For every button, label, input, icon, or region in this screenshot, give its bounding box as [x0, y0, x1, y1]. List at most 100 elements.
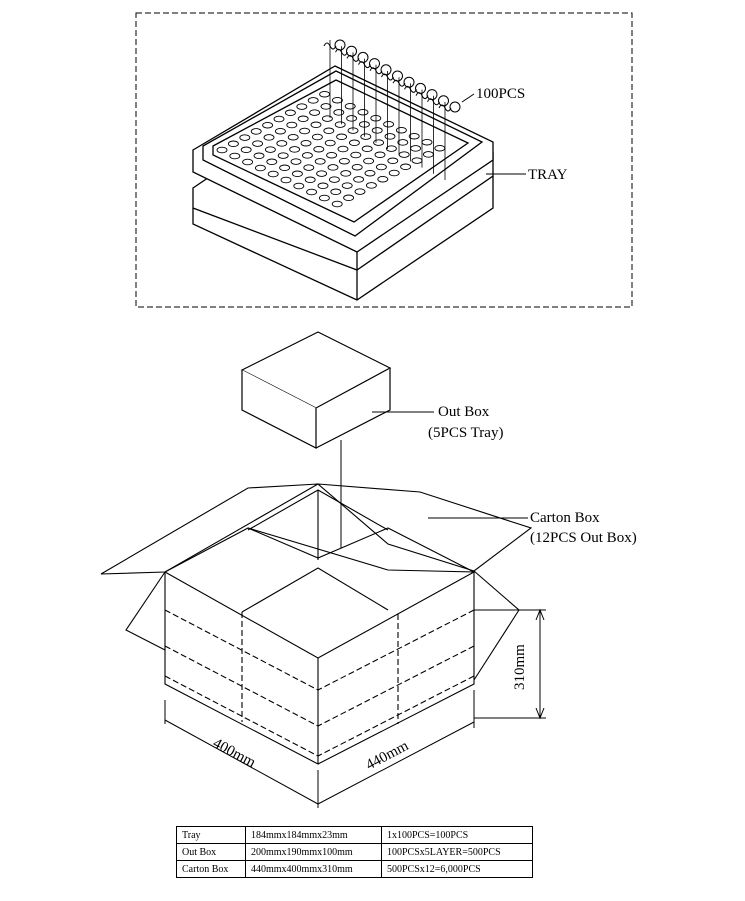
- tray-pocket: [321, 115, 333, 122]
- part-lead: [346, 54, 360, 62]
- tray-pocket: [336, 133, 348, 141]
- tray-pocket: [408, 132, 420, 140]
- part-lead: [358, 61, 371, 69]
- part-lead: [404, 85, 417, 93]
- tray-pocket: [340, 170, 352, 177]
- tray-pocket: [341, 182, 353, 189]
- tray-pocket: [316, 170, 328, 177]
- tray-pocket: [317, 182, 329, 190]
- tray-pocket: [242, 158, 254, 166]
- tray-pocket: [306, 188, 318, 196]
- part-ball: [357, 51, 369, 63]
- tray-pocket: [384, 133, 396, 140]
- tray-pocket: [387, 157, 399, 165]
- tray-pocket: [353, 176, 365, 183]
- tray-pocket: [301, 152, 313, 159]
- tray-pocket: [280, 176, 292, 184]
- part-lead: [381, 73, 394, 81]
- tray-pocket: [287, 133, 299, 141]
- part-ball: [346, 45, 357, 57]
- dimension-lines: [164, 608, 546, 808]
- part-ball: [403, 76, 415, 88]
- spec-table: Tray 184mmx184mmx23mm 1x100PCS=100PCS Ou…: [176, 826, 533, 878]
- height-dimension: 310mm: [512, 644, 528, 690]
- tray-pocket: [240, 146, 252, 154]
- part-lead: [392, 79, 406, 87]
- tray-pocket: [290, 158, 302, 165]
- spec-name: Out Box: [176, 843, 246, 861]
- tray-pocket: [296, 103, 308, 110]
- depth-dimension: 400mm: [210, 735, 258, 771]
- tray-pocket: [344, 102, 356, 110]
- parts-row: [323, 39, 461, 180]
- tray-pocket: [333, 109, 345, 116]
- tray-pocket: [320, 103, 332, 110]
- tray-pocket: [314, 158, 326, 165]
- part-ball: [426, 89, 438, 101]
- part-ball: [449, 101, 461, 113]
- tray-pocket: [343, 194, 355, 202]
- tray-pocket: [229, 152, 241, 160]
- out-box: [240, 331, 392, 449]
- tray-pocket: [276, 140, 288, 147]
- tray-pocket: [385, 145, 397, 152]
- tray-pocket: [266, 158, 278, 166]
- tray-pocket: [216, 146, 228, 154]
- part-lead: [438, 104, 452, 112]
- tray-pocket: [262, 121, 274, 129]
- tray-pocket: [331, 200, 343, 208]
- tray-pocket: [318, 194, 330, 202]
- table-row: Tray 184mmx184mmx23mm 1x100PCS=100PCS: [176, 826, 533, 844]
- tray-pocket: [300, 139, 312, 147]
- width-dimension: 440mm: [363, 738, 411, 774]
- part-lead: [323, 42, 337, 50]
- tray-pocket: [350, 151, 362, 159]
- tray-pocket: [364, 169, 376, 177]
- tray-pocket: [323, 127, 335, 135]
- tray-pocket: [239, 134, 251, 141]
- tray-pocket: [264, 146, 276, 153]
- tray-pocket: [227, 140, 239, 148]
- tray-pocket: [346, 115, 358, 122]
- tray-pocket: [252, 140, 264, 147]
- tray-pocket: [279, 164, 291, 172]
- tray-pocket: [377, 175, 389, 183]
- tray-pocket: [375, 163, 387, 171]
- tray-pocket: [253, 152, 265, 160]
- table-row: Carton Box 440mmx400mmx310mm 500PCSx12=6…: [176, 860, 533, 878]
- out-box-sublabel: (5PCS Tray): [428, 425, 503, 441]
- tray-pocket: [284, 109, 296, 117]
- part-ball: [415, 82, 426, 94]
- tray-pocket: [365, 182, 377, 189]
- tray-pocket: [351, 163, 363, 171]
- tray-pocket: [267, 170, 279, 178]
- tray-pocket: [273, 115, 285, 123]
- tray-pocket: [326, 151, 338, 159]
- tray-pocket: [328, 176, 340, 183]
- tray-pocket: [337, 145, 349, 153]
- tray-pocket: [373, 139, 385, 146]
- tray-frame: [135, 12, 633, 308]
- tray-pocket: [311, 133, 323, 141]
- spec-qty: 100PCSx5LAYER=500PCS: [381, 843, 533, 861]
- part-lead: [369, 67, 383, 75]
- tray-label: TRAY: [528, 167, 568, 183]
- tray-pocket: [291, 170, 303, 178]
- part-ball: [334, 39, 346, 51]
- tray-pocket: [354, 188, 366, 195]
- part-ball: [369, 58, 380, 70]
- tray-pocket: [299, 127, 311, 135]
- tray-pocket: [363, 157, 375, 165]
- carton-label: Carton Box: [530, 510, 600, 526]
- tray-pocket: [277, 152, 289, 159]
- tray-pocket: [360, 133, 372, 140]
- spec-qty: 500PCSx12=6,000PCS: [381, 860, 533, 878]
- part-lead: [427, 98, 440, 106]
- tray-pocket: [400, 163, 412, 171]
- tray-pocket: [274, 127, 286, 135]
- tray-pocket: [334, 121, 346, 128]
- carton-sublabel: (12PCS Out Box): [530, 530, 637, 546]
- part-ball: [380, 64, 392, 76]
- tray-pocket: [309, 109, 321, 116]
